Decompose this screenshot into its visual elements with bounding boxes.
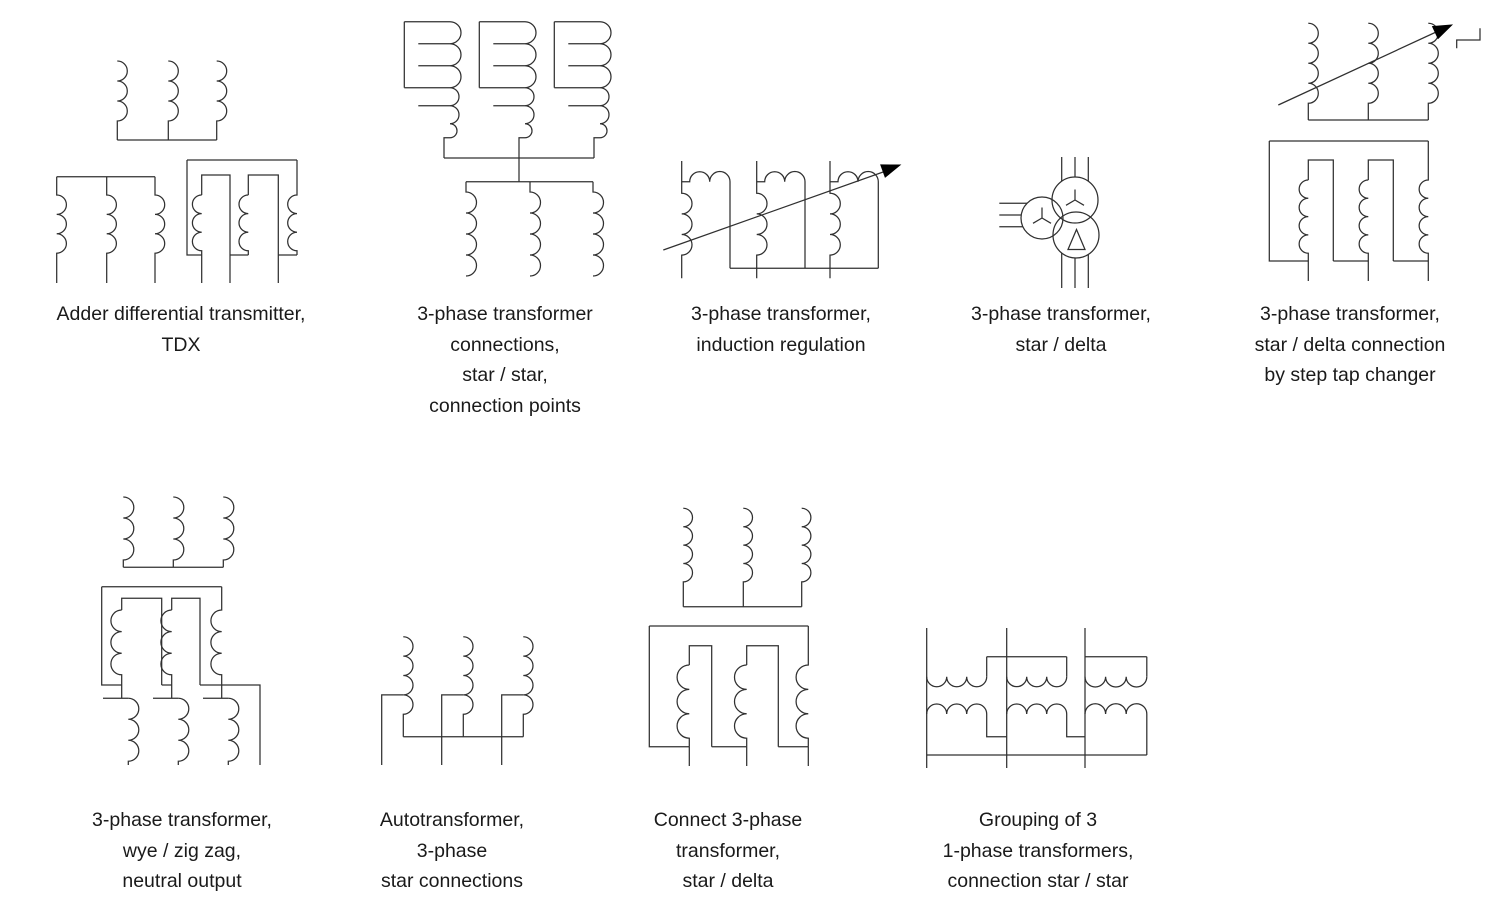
tapped-coil-unit [553, 21, 612, 158]
symbol-caption: 3-phase transformer, star / delta [971, 299, 1151, 360]
symbol-caption: Connect 3-phase transformer, star / delt… [654, 805, 803, 897]
adder-differential-transmitter-drawing[interactable] [40, 45, 320, 295]
step-tap-changer-drawing[interactable] [1262, 12, 1500, 284]
regulator-unit [756, 161, 806, 279]
caption-line: neutral output [122, 870, 242, 892]
symbol-caption: 3-phase transformer, wye / zig zag, neut… [92, 805, 272, 897]
symbol-caption: Adder differential transmitter, TDX [57, 299, 306, 360]
lower-right-comb-group [186, 159, 298, 283]
autotransformer-unit [501, 636, 534, 765]
caption-line: Adder differential transmitter, [56, 303, 306, 325]
caption-line: by step tap changer [1264, 364, 1436, 386]
tapped-coil-unit [403, 21, 462, 158]
delta-comb-group [1268, 140, 1429, 281]
caption-line: connection star / star [947, 870, 1129, 892]
delta-comb-group [648, 625, 809, 766]
wye-symbol-icon [1032, 189, 1085, 224]
zig-zag-comb-group [101, 586, 261, 765]
top-coil-group [116, 60, 228, 141]
caption-line: 3-phase transformer, [92, 809, 272, 831]
caption-line: wye / zig zag, [122, 839, 242, 862]
phase-leads [999, 157, 1089, 288]
star-coil-group [682, 507, 812, 608]
symbol-caption: 3-phase transformer connections, star / … [417, 299, 593, 421]
caption-line: 3-phase [416, 839, 488, 862]
induction-regulation-drawing[interactable] [655, 152, 920, 292]
connect-star-delta-drawing[interactable] [645, 492, 820, 770]
star-coil-group [1307, 22, 1439, 121]
caption-line: connection points [429, 394, 581, 417]
regulator-unit [681, 161, 731, 279]
caption-line: 3-phase transformer, [971, 303, 1151, 325]
wye-coil-group [122, 496, 235, 568]
caption-line: Connect 3-phase [653, 809, 803, 831]
caption-line: 1-phase transformers, [942, 839, 1134, 862]
regulation-arrow-icon [663, 164, 902, 251]
caption-line: induction regulation [696, 333, 866, 356]
caption-line: connections, [450, 333, 560, 356]
caption-line: 3-phase transformer, [691, 303, 871, 325]
caption-line: star / delta [1015, 333, 1107, 356]
caption-line: 3-phase transformer, [1260, 303, 1440, 325]
wye-zig-zag-drawing[interactable] [95, 490, 275, 772]
secondary-coil-row [926, 703, 1148, 756]
star-star-connection-points-drawing[interactable] [395, 15, 630, 290]
caption-line: Autotransformer, [379, 809, 525, 831]
caption-line: star / delta [682, 870, 774, 892]
symbol-caption: 3-phase transformer, star / delta connec… [1255, 299, 1446, 391]
delta-symbol-icon [1067, 227, 1086, 251]
symbol-caption: Grouping of 3 1-phase transformers, conn… [943, 805, 1134, 897]
caption-line: 3-phase transformer [417, 303, 593, 325]
phase-lines [926, 628, 1086, 768]
lower-left-coil-group [56, 176, 166, 283]
star-delta-circles-drawing[interactable] [990, 150, 1110, 295]
symbol-caption: Autotransformer, 3-phase star connection… [380, 805, 524, 897]
autotransformer-unit [441, 636, 474, 765]
tapped-coil-unit [478, 21, 537, 158]
caption-line: transformer, [675, 839, 781, 862]
autotransformer-drawing[interactable] [370, 628, 545, 770]
caption-line: TDX [161, 333, 201, 356]
autotransformer-unit [381, 636, 414, 765]
caption-line: Grouping of 3 [978, 809, 1098, 831]
primary-coil-row [926, 656, 1148, 688]
zig-zag-lower-coil-group [103, 697, 240, 765]
caption-line: star / star, [462, 364, 548, 386]
tap-changer-arrow-icon [1278, 24, 1481, 106]
grouping-1-phase-transformers-drawing[interactable] [920, 622, 1155, 772]
caption-line: star / delta connection [1254, 333, 1446, 356]
caption-line: star connections [381, 870, 523, 892]
winding-circles [1020, 176, 1100, 259]
symbol-caption: 3-phase transformer, induction regulatio… [691, 299, 871, 360]
regulator-unit [829, 161, 879, 279]
star-bus-and-secondary [444, 157, 605, 277]
